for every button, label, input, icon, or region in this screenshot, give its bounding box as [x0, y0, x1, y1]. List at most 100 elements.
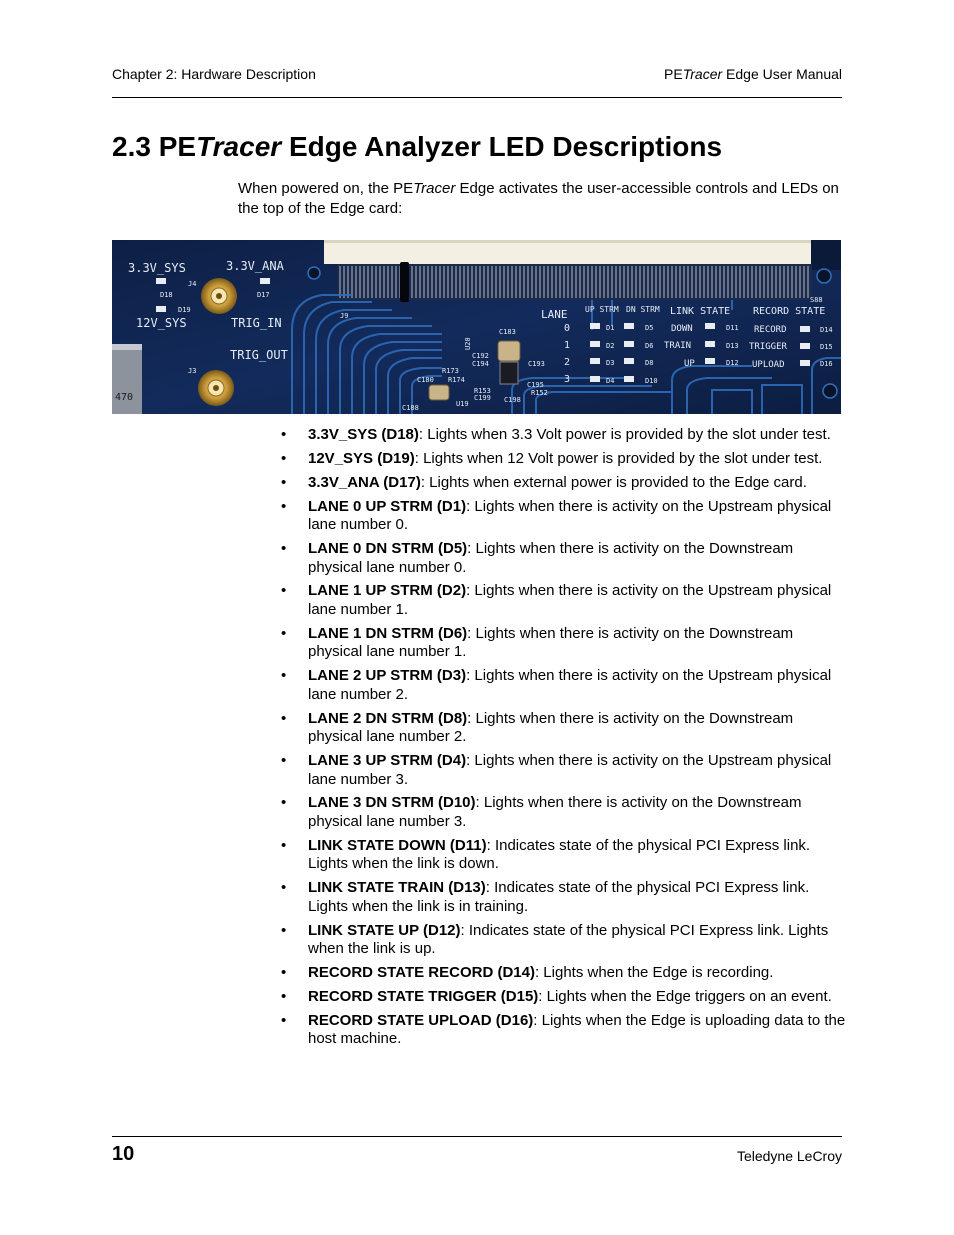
item-desc: : Lights when the Edge is uploading data…: [308, 1011, 846, 1048]
item-term: LANE 0 UP STRM (D1): [308, 497, 467, 515]
label-s88: S88: [810, 296, 823, 304]
list-item: • 3.3V_ANA (D17): Lights when external po…: [280, 474, 846, 493]
label-d17: D17: [257, 291, 270, 299]
label-d6: D6: [645, 342, 653, 350]
label-d4: D4: [606, 377, 614, 385]
board-illustration: 3.3V_SYS 3.3V_ANA 12V_SYS TRIG_IN TRIG_O…: [112, 240, 841, 414]
label-lane-2: 2: [564, 357, 570, 368]
item-term: RECORD STATE UPLOAD (D16): [308, 1011, 534, 1029]
bullet-glyph: •: [281, 709, 287, 727]
header-rule: [112, 97, 842, 98]
list-item: • LANE 3 DN STRM (D10): Lights when there…: [280, 794, 846, 831]
footer-rule: [112, 1136, 842, 1137]
bullet-glyph: •: [281, 497, 287, 515]
label-d3: D3: [606, 359, 614, 367]
item-desc: : Lights when there is activity on the U…: [308, 752, 832, 788]
bullet-glyph: •: [281, 449, 287, 467]
label-up: UP: [684, 359, 695, 369]
item-desc: : Lights when 3.3 Volt power is provided…: [418, 426, 831, 443]
label-c180: C180: [417, 376, 434, 384]
item-desc: : Lights when the Edge is recording.: [534, 963, 774, 981]
page-number: 10: [112, 1143, 135, 1165]
item-desc: : Indicates state of the physical PCI Ex…: [308, 879, 810, 915]
bullet-glyph: •: [281, 667, 287, 685]
item-term: RECORD STATE TRIGGER (D15): [308, 987, 539, 1005]
item-term: LANE 0 DN STRM (D5): [308, 540, 468, 558]
label-r152: R152: [531, 389, 548, 397]
label-up-strm: UP STRM: [585, 305, 619, 314]
title-number: 2.3 PE: [112, 131, 197, 162]
list-item: •LINK STATE DOWN (D11): Indicates state …: [280, 837, 846, 874]
label-c188: C188: [402, 404, 419, 412]
item-term: 12V_SYS (D19): [308, 449, 415, 467]
list-item: •RECORD STATE RECORD (D14): Lights when …: [280, 964, 846, 983]
label-dn-strm: DN STRM: [626, 305, 660, 314]
label-d2: D2: [606, 342, 614, 350]
list-item: •LINK STATE UP (D12): Indicates state of…: [280, 922, 846, 959]
label-d8: D8: [645, 359, 653, 367]
bullet-glyph: •: [281, 540, 287, 558]
label-c194: C194: [472, 360, 489, 368]
label-c198: C198: [504, 396, 521, 404]
item-term: LINK STATE UP (D12): [308, 921, 461, 939]
item-term: LANE 3 DN STRM (D10): [308, 794, 476, 812]
label-j9: J9: [340, 312, 348, 320]
list-item: •LANE 0 UP STRM (D1): Lights when there …: [280, 498, 846, 535]
bullet-glyph: •: [281, 836, 287, 854]
label-lane-1: 1: [564, 340, 570, 351]
section-title: 2.3 PETracer Edge Analyzer LED Descripti…: [112, 131, 722, 163]
manual-suffix: Edge User Manual: [722, 66, 842, 82]
list-item: •LANE 1 DN STRM (D6): Lights when there …: [280, 625, 846, 662]
item-desc: : Lights when the Edge triggers on an ev…: [538, 987, 832, 1005]
label-train: TRAIN: [664, 341, 691, 351]
label-d5: D5: [645, 324, 653, 332]
label-d19: D19: [178, 306, 191, 314]
label-d16: D16: [820, 360, 833, 368]
list-item: •RECORD STATE UPLOAD (D16): Lights when …: [280, 1012, 846, 1049]
running-header-chapter: Chapter 2: Hardware Description: [112, 66, 316, 82]
label-lane-0: 0: [564, 323, 570, 334]
item-term: LANE 2 DN STRM (D8): [308, 709, 468, 727]
label-r174: R174: [448, 376, 465, 384]
label-c193: C193: [528, 360, 545, 368]
bullet-glyph: •: [281, 473, 287, 491]
label-d13: D13: [726, 342, 739, 350]
label-u20: U20: [464, 337, 472, 350]
item-term: LINK STATE TRAIN (D13): [308, 879, 486, 897]
led-description-list: •3.3V_SYS (D18): Lights when 3.3 Volt po…: [280, 426, 846, 1054]
list-item: •RECORD STATE TRIGGER (D15): Lights when…: [280, 988, 846, 1007]
label-d18: D18: [160, 291, 173, 299]
label-d12: D12: [726, 359, 739, 367]
label-trigger: TRIGGER: [749, 342, 788, 352]
label-c199: C199: [474, 394, 491, 402]
item-term: 3.3V_ANA (D17): [308, 473, 421, 491]
list-item: •LANE 1 UP STRM (D2): Lights when there …: [280, 582, 846, 619]
label-12v-sys: 12V_SYS: [136, 316, 187, 330]
label-r173: R173: [442, 367, 459, 375]
intro-italic: Tracer: [413, 180, 456, 197]
bullet-glyph: •: [281, 752, 287, 770]
label-capacitor: 470: [115, 392, 133, 403]
label-trig-in: TRIG_IN: [231, 316, 282, 330]
item-desc: : Lights when external power is provided…: [420, 473, 807, 491]
bullet-glyph: •: [281, 963, 287, 981]
label-3v3-ana: 3.3V_ANA: [226, 259, 285, 273]
title-rest: Edge Analyzer LED Descriptions: [281, 131, 723, 162]
item-desc: : Lights when there is activity on the D…: [308, 624, 794, 661]
list-item: •3.3V_SYS (D18): Lights when 3.3 Volt po…: [280, 426, 846, 445]
item-desc: : Lights when there is activity on the D…: [308, 794, 802, 830]
bullet-glyph: •: [281, 794, 287, 812]
label-d11: D11: [726, 324, 739, 332]
list-item: •LANE 2 UP STRM (D3): Lights when there …: [280, 667, 846, 704]
bullet-glyph: •: [281, 921, 287, 939]
label-c183: C183: [499, 328, 516, 336]
item-desc: : Indicates state of the physical PCI Ex…: [308, 836, 811, 873]
label-u19: U19: [456, 400, 469, 408]
item-term: LANE 1 UP STRM (D2): [308, 582, 467, 600]
label-j3: J3: [188, 367, 196, 375]
manual-prefix: PE: [664, 66, 683, 82]
label-record-state: RECORD STATE: [753, 306, 825, 317]
item-desc: : Lights when 12 Volt power is provided …: [414, 449, 823, 467]
label-c192: C192: [472, 352, 489, 360]
running-header-manual: PETracer Edge User Manual: [664, 66, 842, 82]
